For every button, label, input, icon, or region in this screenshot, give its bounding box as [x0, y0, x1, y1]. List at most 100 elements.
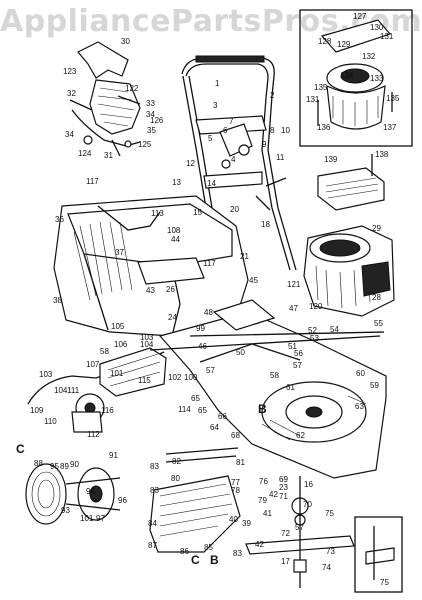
- part-callout-77: 77: [231, 478, 240, 487]
- part-callout-43: 43: [146, 286, 155, 295]
- part-callout-6: 6: [223, 126, 228, 135]
- part-callout-75: 75: [325, 509, 334, 518]
- part-callout-122: 122: [125, 84, 139, 93]
- part-callout-124: 124: [78, 149, 92, 158]
- part-callout-117: 117: [86, 177, 99, 186]
- part-callout-13: 13: [172, 178, 181, 187]
- part-callout-33: 33: [146, 99, 155, 108]
- part-callout-59: 59: [370, 381, 379, 390]
- part-callout-90: 90: [70, 460, 79, 469]
- part-callout-128: 128: [318, 37, 332, 46]
- part-callout-117: 117: [203, 259, 216, 268]
- part-callout-115: 115: [138, 376, 151, 385]
- part-callout-46: 46: [198, 342, 207, 351]
- engine-assembly: [303, 154, 395, 317]
- part-callout-24: 24: [168, 313, 177, 322]
- part-callout-93: 93: [61, 506, 70, 515]
- inset-engine-detail-box: [299, 9, 413, 147]
- part-callout-75: 75: [380, 578, 389, 587]
- part-callout-57: 57: [293, 361, 302, 370]
- part-callout-70: 70: [303, 500, 312, 509]
- part-callout-30: 30: [121, 37, 130, 46]
- part-callout-104: 104: [140, 340, 154, 349]
- part-callout-26: 26: [166, 285, 175, 294]
- part-callout-10: 10: [281, 126, 290, 135]
- part-callout-34: 34: [146, 110, 155, 119]
- part-callout-85: 85: [204, 543, 213, 552]
- part-callout-131: 131: [380, 32, 394, 41]
- blade-assembly: [245, 476, 395, 588]
- part-callout-81: 81: [236, 458, 245, 467]
- part-callout-32: 32: [67, 89, 76, 98]
- mower-deck: [158, 299, 387, 479]
- part-callout-87: 87: [148, 541, 157, 550]
- part-callout-62: 62: [296, 431, 305, 440]
- part-callout-40: 40: [229, 515, 238, 524]
- part-callout-109: 109: [30, 406, 44, 415]
- part-callout-121: 121: [287, 280, 301, 289]
- part-callout-15: 15: [193, 208, 202, 217]
- part-callout-47: 47: [289, 304, 298, 313]
- section-letter-C: C: [191, 553, 200, 567]
- part-callout-112: 112: [87, 430, 100, 439]
- part-callout-34: 34: [65, 130, 74, 139]
- part-callout-137: 137: [383, 123, 397, 132]
- part-callout-82: 82: [172, 457, 181, 466]
- part-callout-42: 42: [255, 540, 264, 549]
- part-callout-23: 23: [279, 483, 288, 492]
- part-callout-101: 101: [80, 514, 94, 523]
- part-callout-14: 14: [207, 179, 216, 188]
- part-callout-133: 133: [370, 74, 384, 83]
- part-callout-16: 16: [304, 480, 313, 489]
- part-callout-58: 58: [100, 347, 109, 356]
- part-callout-126: 126: [150, 116, 164, 125]
- part-callout-65: 65: [191, 394, 200, 403]
- part-callout-69: 69: [279, 475, 288, 484]
- part-callout-130: 130: [370, 23, 384, 32]
- part-callout-39: 39: [242, 519, 251, 528]
- part-callout-61: 61: [286, 383, 295, 392]
- part-callout-17: 17: [281, 557, 290, 566]
- part-callout-74: 74: [322, 563, 331, 572]
- part-callout-97: 97: [96, 514, 105, 523]
- part-callout-139: 139: [324, 155, 338, 164]
- part-callout-45: 45: [249, 276, 258, 285]
- part-callout-127: 127: [353, 12, 367, 21]
- part-callout-48: 48: [204, 308, 213, 317]
- part-callout-96: 96: [118, 496, 127, 505]
- section-letter-B: B: [258, 402, 267, 416]
- part-callout-120: 120: [309, 302, 323, 311]
- part-callout-131: 131: [306, 95, 320, 104]
- part-callout-76: 76: [259, 477, 268, 486]
- part-callout-55: 55: [374, 319, 383, 328]
- part-callout-57: 57: [295, 523, 304, 532]
- part-callout-41: 41: [263, 509, 272, 518]
- part-callout-114: 114: [178, 405, 191, 414]
- part-callout-38: 38: [53, 296, 62, 305]
- part-callout-50: 50: [236, 348, 245, 357]
- part-callout-72: 72: [281, 529, 290, 538]
- part-callout-107: 107: [86, 360, 100, 369]
- part-callout-116: 116: [101, 406, 114, 415]
- part-callout-83: 83: [150, 486, 159, 495]
- part-callout-89: 89: [60, 462, 69, 471]
- part-callout-42: 42: [269, 490, 278, 499]
- part-callout-84: 84: [148, 519, 157, 528]
- part-callout-44: 44: [171, 235, 180, 244]
- part-callout-138: 138: [375, 150, 389, 159]
- part-callout-129: 129: [337, 40, 351, 49]
- part-callout-8: 8: [270, 126, 275, 135]
- part-callout-110: 110: [44, 417, 57, 426]
- part-callout-83: 83: [150, 462, 159, 471]
- rear-wheel-assembly: [27, 347, 167, 433]
- part-callout-53: 53: [310, 334, 319, 343]
- part-callout-68: 68: [231, 431, 240, 440]
- part-callout-37: 37: [115, 248, 124, 257]
- part-callout-2: 2: [270, 91, 275, 100]
- part-callout-20: 20: [230, 205, 239, 214]
- part-callout-5: 5: [208, 134, 213, 143]
- part-callout-135: 135: [314, 83, 328, 92]
- section-letter-C: C: [16, 442, 25, 456]
